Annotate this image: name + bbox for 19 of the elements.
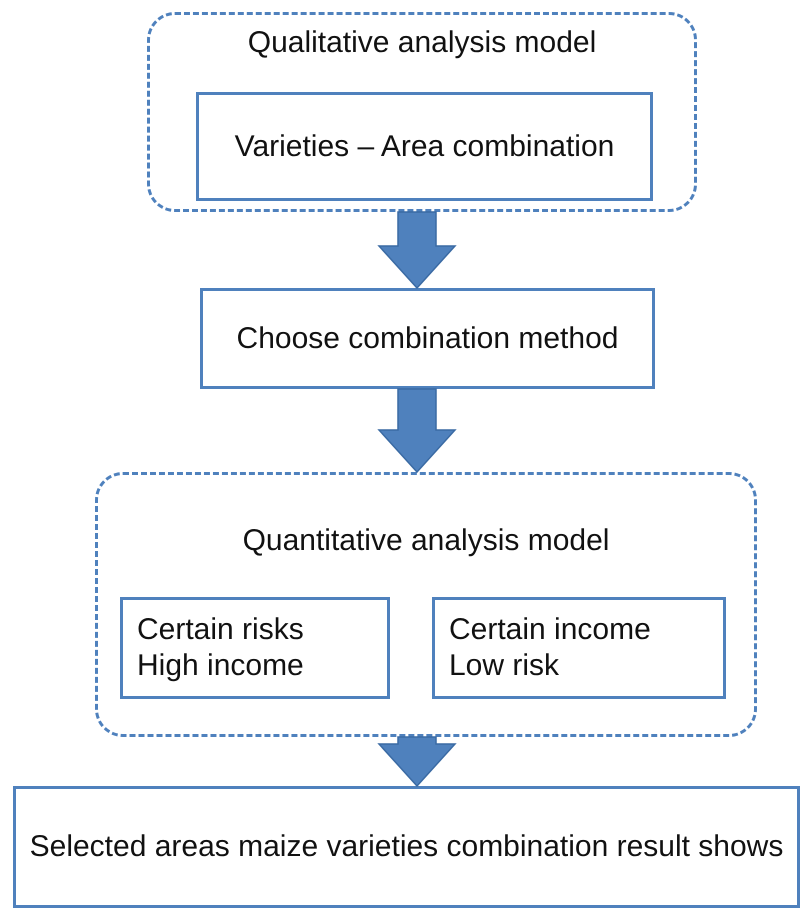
box-text: Selected areas maize varieties combination result shows: [30, 829, 784, 865]
block-arrow: [377, 388, 457, 474]
process-box: [200, 288, 655, 389]
group-title: Quantitative analysis model: [242, 523, 610, 559]
box-text: Low risk: [449, 648, 560, 684]
group-title: Qualitative analysis model: [246, 25, 598, 61]
dashed-group-box: [95, 472, 757, 737]
dashed-group-box: [147, 12, 697, 212]
box-text: Varieties – Area combination: [234, 128, 614, 164]
block-arrow: [377, 211, 457, 290]
process-box: [196, 92, 653, 201]
box-text: Choose combination method: [236, 320, 618, 356]
box-text: High income: [137, 648, 304, 684]
box-text: Certain risks: [137, 612, 304, 648]
process-box: [13, 786, 800, 908]
process-box: [120, 597, 390, 699]
block-arrow: [377, 736, 457, 788]
box-text: Certain income: [449, 612, 651, 648]
process-box: [432, 597, 726, 699]
